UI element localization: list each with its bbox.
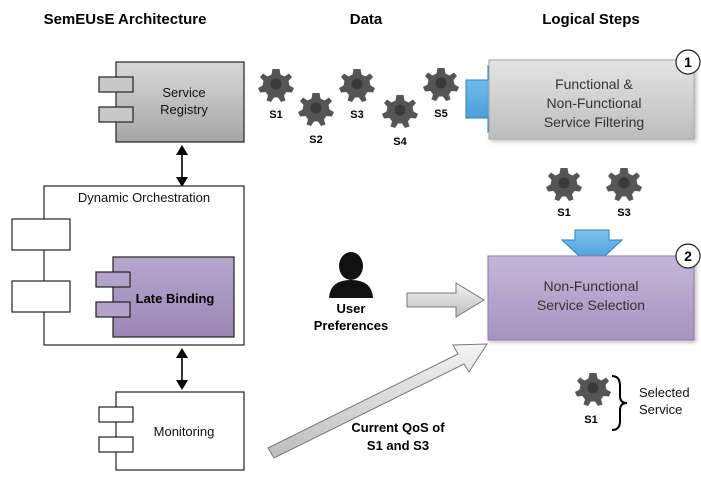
service-s5-label: S5 (434, 108, 447, 120)
preference-arrow (406, 282, 485, 318)
gear-icon (575, 373, 611, 406)
gear-icon (546, 168, 582, 201)
dynamic-orchestration-component: Dynamic Orchestration Late Binding (11, 185, 245, 346)
gear-icon (382, 95, 418, 128)
selection-label-line2: Service Selection (537, 297, 645, 313)
architecture-header: SemEUsE Architecture (44, 11, 207, 28)
orchestration-port-top (11, 218, 71, 251)
selected-s1-label: S1 (584, 414, 597, 426)
filtering-label-line2: Non-Functional (547, 95, 642, 111)
late-binding-port-bottom (95, 301, 131, 318)
current-qos-line1: Current QoS of (351, 420, 445, 435)
service-registry-label-line1: Service (162, 85, 205, 100)
user-preferences-line2: Preferences (314, 318, 388, 333)
current-qos-line2: S1 and S3 (367, 438, 429, 453)
monitoring-port-bottom (98, 436, 134, 453)
data-header: Data (350, 11, 383, 28)
late-binding-port-top (95, 271, 131, 288)
bidirectional-arrow-icon (176, 145, 188, 187)
gear-icon (298, 93, 334, 126)
orchestration-port-bottom (11, 280, 71, 313)
service-s1-label: S1 (269, 109, 282, 121)
filtered-s3-label: S3 (617, 207, 630, 219)
filtering-step: Functional & Non-Functional Service Filt… (488, 49, 701, 140)
monitoring-label: Monitoring (154, 424, 215, 439)
registry-port-top (98, 76, 134, 93)
selection-step-number: 2 (684, 248, 692, 264)
logical-steps-header: Logical Steps (542, 11, 640, 28)
user-preferences-line1: User (337, 301, 366, 316)
qos-arrow (267, 343, 488, 459)
monitoring-component: Monitoring (98, 391, 245, 471)
selection-box (487, 255, 695, 341)
blue-arrow-icon (560, 229, 624, 269)
registry-port-bottom (98, 106, 134, 123)
curly-brace-icon (611, 375, 628, 431)
user-silhouette-icon (329, 252, 373, 298)
bidirectional-arrow-icon (176, 348, 188, 390)
service-s3-label: S3 (350, 109, 363, 121)
step-number-badge (675, 243, 701, 269)
filtering-label-line3: Service Filtering (544, 114, 644, 130)
filtered-s1-label: S1 (557, 207, 570, 219)
gear-icon (606, 168, 642, 201)
gear-icon (423, 68, 459, 101)
selection-label-line1: Non-Functional (544, 278, 639, 294)
service-registry-box (115, 61, 245, 143)
service-registry-component: Service Registry (98, 61, 245, 143)
service-registry-label-line2: Registry (160, 102, 208, 117)
filtering-label-line1: Functional & (555, 76, 633, 92)
filtering-step-number: 1 (684, 54, 692, 70)
monitoring-box (115, 391, 245, 471)
gear-icon (339, 69, 375, 102)
late-binding-box (112, 256, 235, 338)
filtering-box (488, 59, 695, 140)
late-binding-label: Late Binding (136, 291, 215, 306)
dynamic-orchestration-label: Dynamic Orchestration (78, 190, 210, 205)
monitoring-port-top (98, 406, 134, 423)
selected-service-line2: Service (639, 402, 682, 417)
selected-service-line1: Selected (639, 385, 690, 400)
gear-icon (258, 69, 294, 102)
service-s2-label: S2 (309, 134, 322, 146)
service-s4-label: S4 (393, 136, 407, 148)
step-number-badge (675, 49, 701, 75)
selection-step: Non-Functional Service Selection 2 (487, 243, 701, 341)
